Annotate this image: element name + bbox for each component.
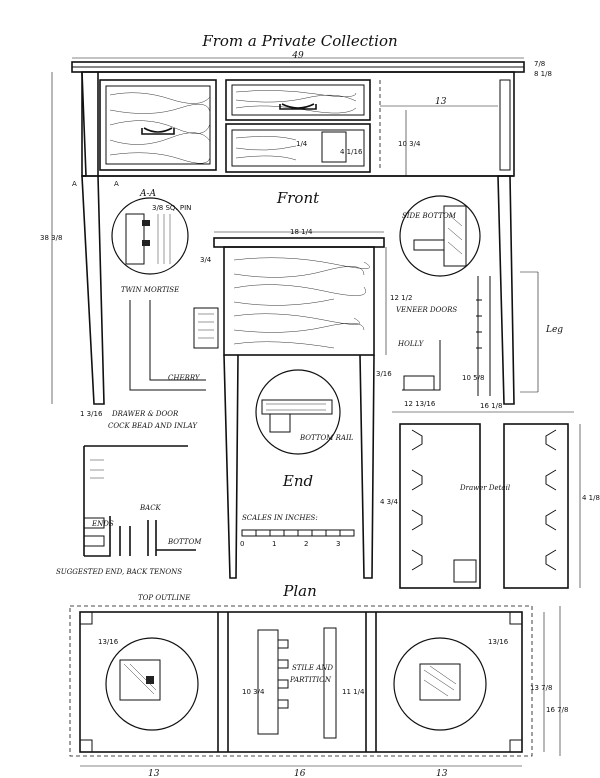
section-mark-left: A (72, 180, 77, 188)
scale-tick-3: 3 (336, 540, 340, 548)
drawer-detail-side: 4 3/4 (380, 498, 398, 506)
height-label: 38 3/8 (40, 234, 62, 242)
leg-label: Leg (545, 325, 563, 335)
veneer-label: VENEER DOORS (396, 306, 457, 314)
apron-height-label: 10 3/4 (398, 140, 421, 148)
plan-16-label: 16 (294, 769, 306, 778)
twin-mortise-label: TWIN MORTISE (121, 286, 179, 294)
drawer-detail-label: Drawer Detail (459, 484, 510, 492)
top-drawer (225, 79, 371, 121)
cockbead-label: COCK BEAD AND INLAY (108, 422, 198, 430)
back-label: BACK (139, 504, 162, 512)
stile-label: STILE AND (292, 664, 333, 672)
holly-label: HOLLY (397, 340, 425, 348)
end-height-label: 12 1/2 (390, 294, 412, 302)
side-label: SIDE BOTTOM (402, 212, 457, 220)
plan-11-label: 11 1/4 (342, 688, 365, 696)
plan-frac-label: 13/16 (98, 638, 119, 646)
ends-label: ENDS (91, 520, 114, 528)
plan-frac-label-2: 13/16 (488, 638, 509, 646)
leg-width-label: 1 3/16 (80, 410, 103, 418)
veneer-leg-detail: VENEER DOORS HOLLY 10 5/8 Leg 12 13/16 (396, 271, 563, 408)
top-thickness-label-2: 8 1/8 (534, 70, 552, 78)
leg-base-label: 12 13/16 (404, 400, 436, 408)
partition-label: PARTITION (289, 676, 332, 684)
front-leg-right (497, 175, 515, 405)
end-leg-label: 3/16 (376, 370, 392, 378)
top-thickness-label: 7/8 (534, 60, 545, 68)
tenon-detail: BACK ENDS BOTTOM SUGGESTED END, BACK TEN… (56, 445, 202, 576)
lower-drawer (225, 123, 371, 173)
plan-10-label: 10 3/4 (242, 688, 265, 696)
small-dim-a: 1/4 (296, 140, 308, 148)
side-bottom-detail: SIDE BOTTOM (399, 195, 481, 277)
plan-13a-label: 13 (148, 769, 160, 778)
end-width-label: 18 1/4 (290, 228, 313, 236)
overall-width-label: 49 (291, 51, 304, 61)
scale-tick-1: 1 (272, 540, 276, 548)
scales-label: SCALES IN INCHES: (242, 514, 318, 522)
leg-height-label: 10 5/8 (462, 374, 484, 382)
cherry-label: CHERRY (168, 374, 201, 382)
drawing-title: From a Private Collection (201, 32, 397, 50)
left-door-pull-icon (141, 127, 175, 135)
drawer-detail-width: 16 1/8 (480, 402, 502, 410)
end-top-board (213, 237, 385, 248)
end-leg-right (359, 354, 375, 579)
section-mark-right: A (114, 180, 119, 188)
plan-16-7-label: 16 7/8 (546, 706, 568, 714)
front-view-label: Front (276, 189, 320, 207)
cockbead-detail: CHERRY DRAWER & DOOR COCK BEAD AND INLAY (108, 300, 219, 430)
scale-tick-2: 2 (304, 540, 308, 548)
drawer-detail-height: 4 1/8 (582, 494, 600, 502)
bottom-rail-label: BOTTOM RAIL (299, 434, 354, 442)
front-view: 49 7/8 8 1/8 4 1/16 1/4 13 10 3/4 (40, 51, 552, 418)
drawer-pull-icon (279, 103, 317, 110)
drawer-height-label: 4 1/16 (340, 148, 363, 156)
bottom-label: BOTTOM (167, 538, 202, 546)
plan-13-7-label: 13 7/8 (530, 684, 552, 692)
drawer-detail: 16 1/8 Drawer Detail 4 1/8 4 3/4 (380, 402, 600, 589)
sq-pin-label: 3/8 SQ. PIN (152, 204, 191, 212)
end-view: 18 1/4 3/4 12 1/2 3/16 End BOTTOM RAIL S… (200, 228, 412, 579)
end-panel (223, 246, 375, 356)
plan-view: Plan TOP OUTLINE STILE AND PARTITION 10 … (69, 582, 568, 778)
door-width-label: 13 (435, 97, 447, 107)
section-a-label: A-A (139, 189, 157, 199)
front-leg-left (81, 175, 105, 405)
plan-frame (79, 611, 523, 753)
plan-view-label: Plan (282, 582, 317, 600)
top-outline-label: TOP OUTLINE (138, 594, 190, 602)
drawer-door-label: DRAWER & DOOR (111, 410, 179, 418)
scale-tick-0: 0 (240, 540, 244, 548)
suggested-tenons-label: SUGGESTED END, BACK TENONS (56, 568, 182, 576)
section-a-detail: A-A 3/8 SQ. PIN TWIN MORTISE (111, 189, 191, 294)
end-leg-left (223, 354, 239, 579)
end-view-label: End (282, 472, 313, 490)
plan-13b-label: 13 (436, 769, 448, 778)
left-door (99, 79, 217, 171)
end-top-label: 3/4 (200, 256, 212, 264)
